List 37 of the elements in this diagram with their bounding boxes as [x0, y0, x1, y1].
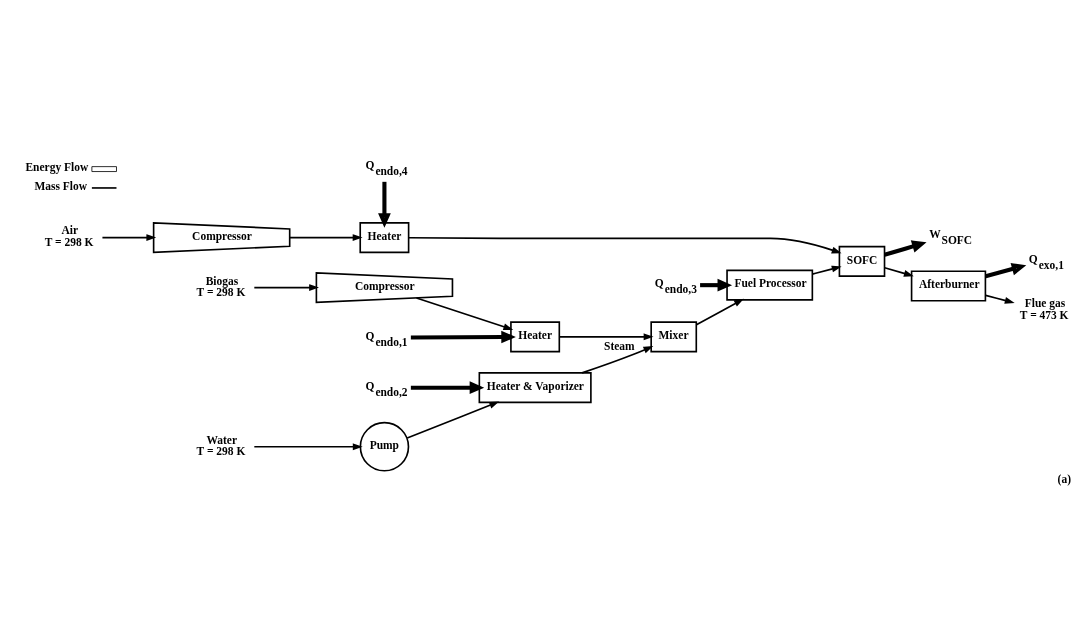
node-box: Afterburner — [910, 269, 987, 302]
arrow — [378, 181, 391, 228]
caption: (a) — [1057, 472, 1071, 484]
arrow — [288, 233, 363, 241]
arrow — [253, 283, 319, 291]
node-box: Compressor — [152, 221, 291, 253]
legend-label: Mass Flow — [34, 179, 88, 192]
node-box: Heater & Vaporizer — [478, 371, 592, 403]
node-text: Air T = 298 K — [44, 223, 94, 248]
arrow — [253, 442, 363, 450]
arrow — [700, 278, 733, 291]
arrow — [581, 345, 654, 374]
node-box: Fuel Processor — [726, 269, 814, 301]
legend-label: Energy Flow — [25, 160, 89, 173]
edge-label: Steam — [604, 339, 635, 352]
node-box: SOFC — [838, 245, 886, 277]
arrow — [410, 380, 485, 394]
node-text: Flue gas T = 473 K — [1019, 296, 1069, 321]
arrow — [883, 266, 914, 277]
arrow — [884, 239, 927, 257]
node-text: Water T = 298 K — [196, 433, 246, 457]
arrow — [811, 265, 842, 275]
node-box: Heater — [359, 221, 410, 253]
arrow — [984, 294, 1015, 304]
node-box: Heater — [510, 320, 561, 352]
arrow — [558, 332, 654, 340]
arrow — [406, 401, 500, 439]
arrow — [415, 296, 514, 330]
node-box: Compressor — [315, 271, 454, 303]
node-text: Biogas T = 298 K — [196, 274, 246, 298]
arrow — [985, 262, 1027, 278]
node-box: Mixer — [650, 320, 698, 352]
arrow — [410, 330, 516, 343]
arrow — [101, 233, 157, 241]
arrow — [407, 236, 842, 253]
node-circle: Pump — [359, 421, 410, 472]
arrow — [695, 298, 744, 326]
